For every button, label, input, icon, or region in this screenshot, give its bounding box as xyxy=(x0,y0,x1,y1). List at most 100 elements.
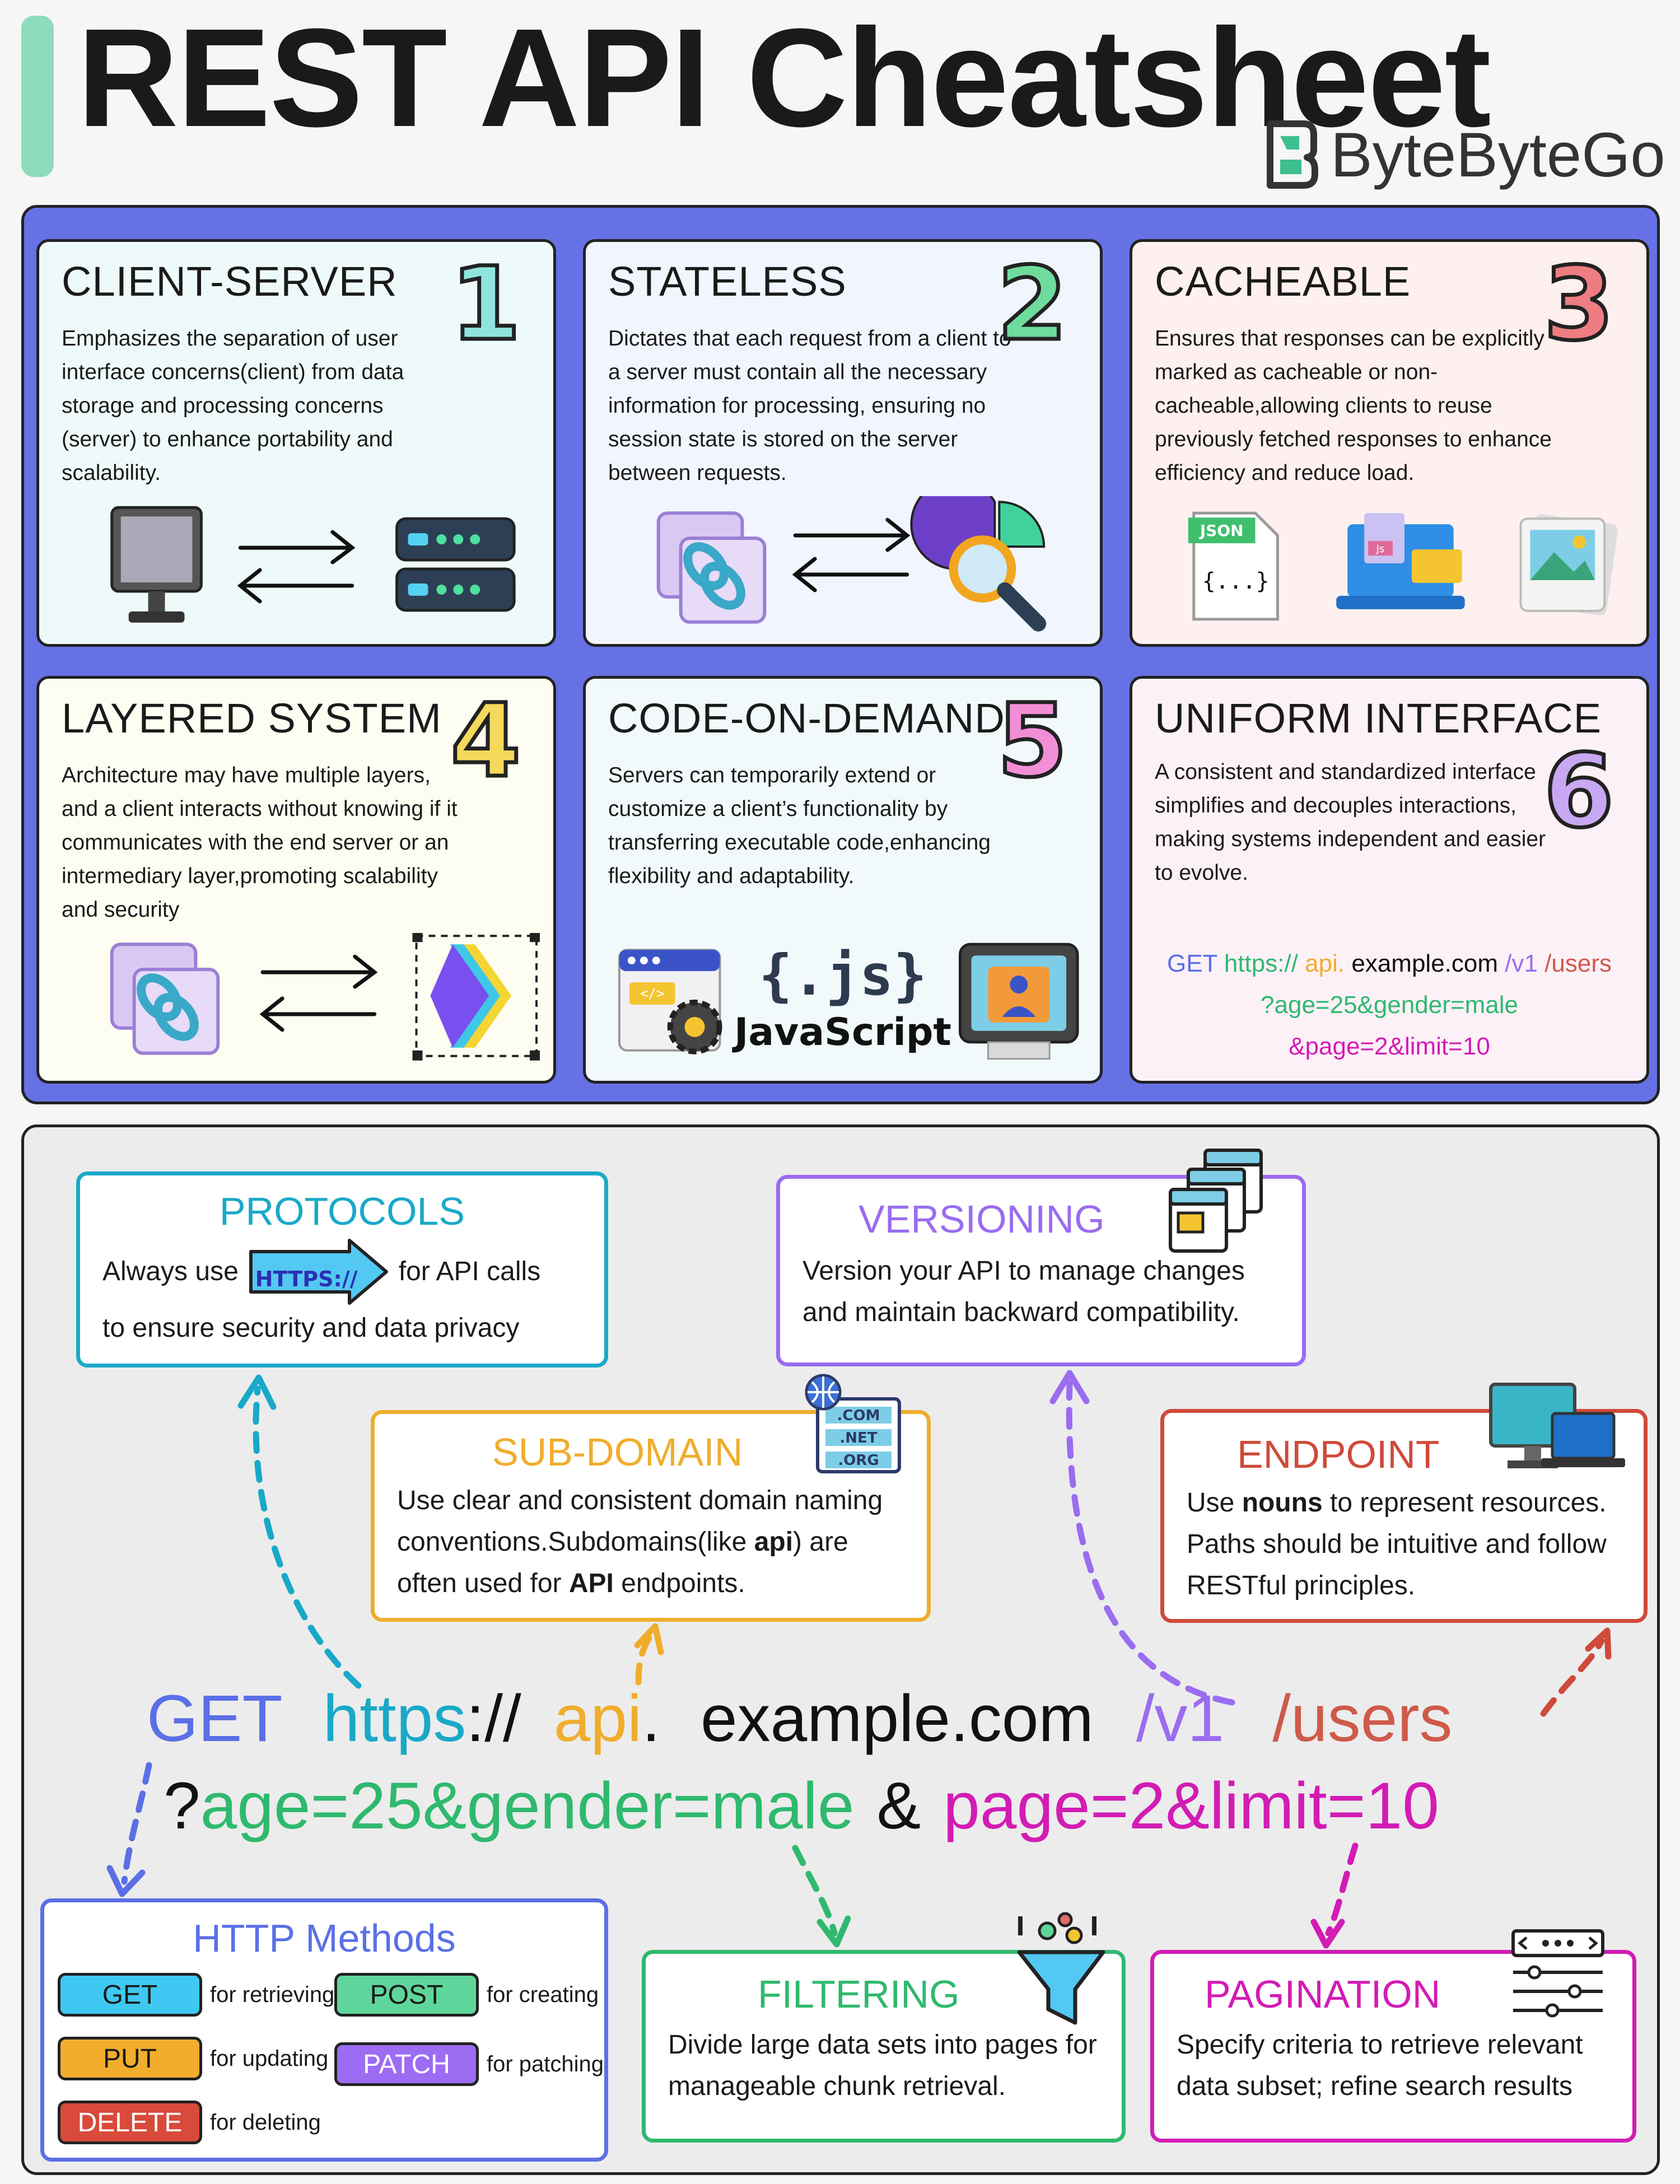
example-resource: /users xyxy=(1544,950,1612,977)
principle-description: A consistent and standardized interface … xyxy=(1155,760,1546,885)
example-filter-query: ?age=25&gender=male xyxy=(1261,991,1518,1019)
http-methods-list: GET for retrieving POST for creating PUT… xyxy=(58,1973,604,2158)
link-icon xyxy=(656,511,767,624)
principle-number: 6 xyxy=(1542,733,1616,850)
sub-domain-bold-1: api xyxy=(754,1527,794,1557)
laptop-code-icon: Js xyxy=(1336,513,1465,609)
https-badge-icon: HTTPS:// xyxy=(249,1238,389,1305)
javascript-icon: {.js} JavaScript xyxy=(732,942,951,1054)
sub-domain-title: SUB-DOMAIN xyxy=(492,1430,743,1474)
json-label: JSON xyxy=(1199,521,1244,540)
example-version: /v1 xyxy=(1505,950,1538,977)
endpoint-title: ENDPOINT xyxy=(1237,1432,1440,1476)
example-url-line: GET https:// api. example.com /v1 /users xyxy=(1144,943,1635,984)
principle-card-client-server: CLIENT-SERVER Emphasizes the separation … xyxy=(36,239,556,647)
code-on-demand-illustration: </> {.js} JavaScript xyxy=(597,933,1089,1073)
html-tag-label: </> xyxy=(640,986,664,1001)
principle-number: 2 xyxy=(995,246,1069,363)
url-scheme-separator: :// xyxy=(466,1682,521,1756)
json-body-label: {...} xyxy=(1202,568,1270,594)
principles-panel: CLIENT-SERVER Emphasizes the separation … xyxy=(21,205,1660,1104)
url-version: /v1 xyxy=(1136,1682,1225,1756)
sub-domain-bold-2: API xyxy=(568,1569,614,1598)
protocols-box: PROTOCOLS Always use HTTPS:// for API ca… xyxy=(76,1172,608,1368)
filtering-title: FILTERING xyxy=(758,1972,960,2016)
monitor-user-icon xyxy=(959,942,1079,1060)
example-method: GET xyxy=(1166,950,1217,977)
example-page-query: &page=2&limit=10 xyxy=(1289,1033,1490,1060)
pagination-controls-icon xyxy=(1511,1929,1604,2018)
principle-number: 5 xyxy=(995,683,1069,800)
method-pill-patch: PATCH xyxy=(334,2042,479,2086)
method-row-get: GET for retrieving xyxy=(58,1973,334,2017)
method-row-delete: DELETE for deleting xyxy=(58,2101,321,2144)
stateless-illustration xyxy=(597,478,1089,636)
brand-logo: ByteByteGo xyxy=(1264,115,1665,194)
http-methods-title: HTTP Methods xyxy=(193,1916,456,1960)
sub-domain-text: Use clear and consistent domain naming c… xyxy=(397,1480,904,1604)
versioning-title: VERSIONING xyxy=(858,1197,1105,1241)
versioning-text: Version your API to manage changes and m… xyxy=(802,1256,1245,1327)
principle-title: CACHEABLE xyxy=(1155,258,1411,305)
big-url-line-2: ?age=25&gender=male&page=2&limit=10 xyxy=(164,1773,1439,1839)
principle-card-layered-system: LAYERED SYSTEM Architecture may have mul… xyxy=(36,676,556,1084)
method-pill-get: GET xyxy=(58,1973,202,2017)
method-desc-put: for updating xyxy=(210,2046,329,2071)
data-analysis-icon xyxy=(910,478,1047,632)
principle-card-uniform-interface: UNIFORM INTERFACE A consistent and stand… xyxy=(1130,676,1649,1084)
method-pill-delete: DELETE xyxy=(58,2101,202,2144)
javascript-label: JavaScript xyxy=(732,1010,951,1054)
principle-description: Architecture may have multiple layers, a… xyxy=(62,763,458,922)
http-methods-box: HTTP Methods GET for retrieving POST for… xyxy=(40,1898,608,2162)
endpoint-text-1: Use xyxy=(1187,1488,1242,1518)
url-method: GET xyxy=(147,1682,283,1756)
monitor-icon xyxy=(110,506,203,623)
principle-card-stateless: STATELESS Dictates that each request fro… xyxy=(583,239,1103,647)
tld-net-label: .NET xyxy=(839,1430,877,1446)
code-settings-icon: </> xyxy=(618,949,722,1054)
js-brace-label: {.js} xyxy=(759,942,927,1008)
url-filter-query: age=25&gender=male xyxy=(200,1769,855,1843)
principle-number: 4 xyxy=(449,683,522,800)
sub-domain-text-3: endpoints. xyxy=(613,1569,745,1598)
js-file-label: Js xyxy=(1376,543,1385,555)
versions-stack-icon xyxy=(1169,1149,1263,1253)
image-icon xyxy=(1519,514,1618,615)
url-ampersand: & xyxy=(876,1769,921,1843)
filtering-box: FILTERING Divide large data sets into pa… xyxy=(642,1950,1126,2143)
endpoint-text: Use nouns to represent resources. Paths … xyxy=(1187,1482,1621,1607)
principle-number: 1 xyxy=(449,246,522,363)
url-resource: /users xyxy=(1272,1682,1453,1756)
versioning-box: VERSIONING Version your API to manage ch… xyxy=(776,1175,1306,1366)
principle-description: Servers can temporarily extend or custom… xyxy=(608,763,991,889)
cacheable-illustration: JSON {...} Js xyxy=(1144,496,1635,636)
protocols-title: PROTOCOLS xyxy=(219,1189,465,1233)
server-icon xyxy=(395,517,516,612)
domain-extensions-icon: .COM .NET .ORG xyxy=(805,1374,901,1473)
principle-description: Dictates that each request from a client… xyxy=(608,326,1011,486)
url-subdomain: api xyxy=(553,1682,642,1756)
url-page-query: page=2&limit=10 xyxy=(943,1769,1439,1843)
json-file-icon: JSON {...} xyxy=(1188,511,1279,621)
url-domain: example.com xyxy=(701,1682,1094,1756)
principle-description: Emphasizes the separation of user interf… xyxy=(62,326,404,486)
method-desc-post: for creating xyxy=(487,1982,599,2007)
principle-description: Ensures that responses can be explicitly… xyxy=(1155,326,1552,486)
url-query-mark: ? xyxy=(164,1769,200,1843)
https-badge-label: HTTPS:// xyxy=(255,1267,358,1291)
example-domain: example.com xyxy=(1351,950,1499,977)
url-scheme: https xyxy=(323,1682,466,1756)
sub-domain-text-2: ) are often used for xyxy=(397,1527,848,1598)
principle-card-cacheable: CACHEABLE Ensures that responses can be … xyxy=(1130,239,1649,647)
principle-number: 3 xyxy=(1542,246,1616,363)
principle-title: CODE-ON-DEMAND xyxy=(608,695,1005,741)
pagination-text: Specify criteria to retrieve relevant da… xyxy=(1177,2030,1583,2101)
arrows-icon xyxy=(259,954,378,1032)
computers-icon xyxy=(1489,1383,1625,1468)
accent-bar xyxy=(21,16,54,177)
principle-title: UNIFORM INTERFACE xyxy=(1155,695,1602,741)
pagination-box: PAGINATION Specify criteria to retrieve … xyxy=(1150,1950,1636,2143)
sub-domain-text-1: Use clear and consistent domain naming c… xyxy=(397,1486,883,1557)
principle-title: LAYERED SYSTEM xyxy=(62,695,442,741)
